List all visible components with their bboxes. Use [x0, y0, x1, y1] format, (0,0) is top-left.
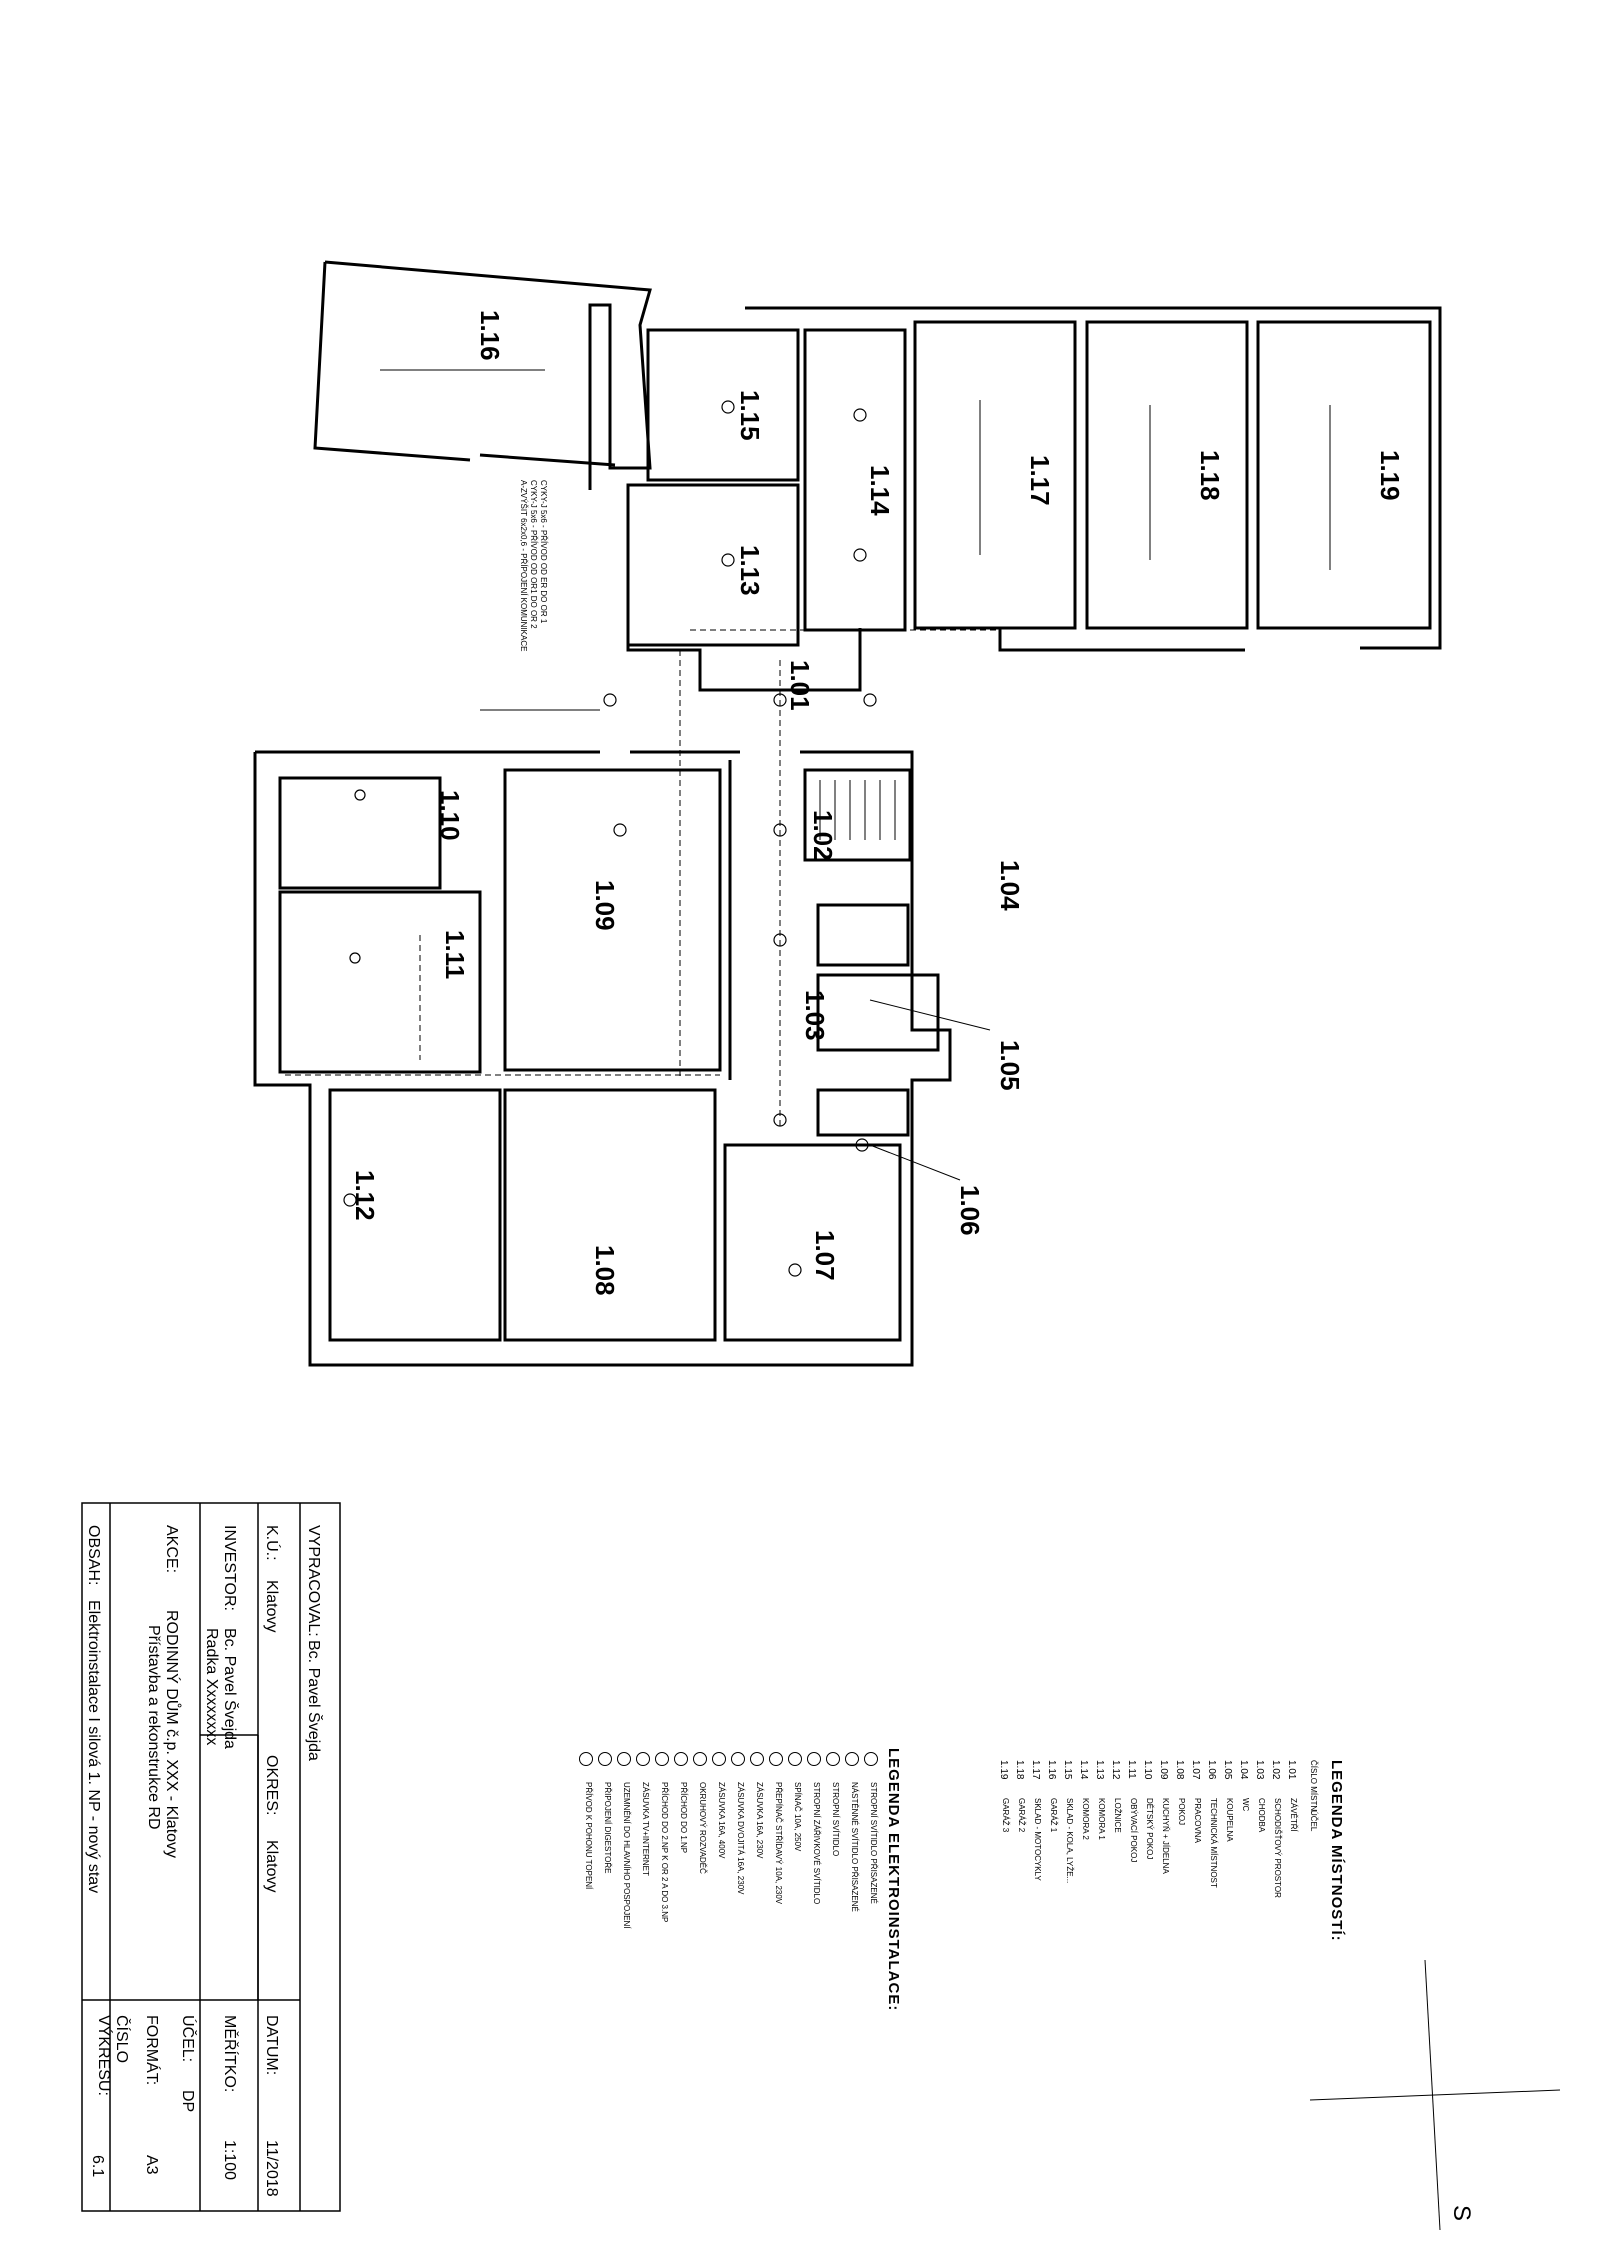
- room-1-07: [723, 1143, 902, 1342]
- room-1-13: [626, 483, 800, 647]
- tb-cislo-label: ČÍSLO VÝKRESU:: [95, 2015, 130, 2096]
- tb-ku: Klatovy: [263, 1580, 280, 1633]
- room-1-09: [503, 768, 722, 1072]
- wall-garage-1-16-bottom: [479, 453, 616, 467]
- tb-investor-label: INVESTOR:: [221, 1525, 238, 1611]
- room-1-11: [278, 890, 482, 1074]
- tb-investor-1: Bc. Pavel Švejda: [221, 1628, 238, 1749]
- room-1-18: [1085, 320, 1249, 630]
- room-1-05: [816, 973, 940, 1052]
- tb-akce-1: RODINNÝ DŮM č.p. XXX - Klatovy: [163, 1610, 180, 1859]
- tb-vypracoval-label: VYPRACOVAL:: [305, 1525, 322, 1637]
- tb-investor-2: Radka Xxxxxxxx: [203, 1628, 220, 1746]
- tb-format: A3: [143, 2155, 160, 2175]
- room-1-06: [816, 1088, 910, 1137]
- tb-ucel-label: ÚČEL:: [179, 2015, 196, 2063]
- tb-cislo: 6.1: [89, 2155, 106, 2178]
- wall-lower-wing: [626, 628, 862, 692]
- room-1-19: [1256, 320, 1432, 630]
- room-1-17: [913, 320, 1077, 630]
- tb-okres: Klatovy: [263, 1840, 280, 1893]
- room-1-04: [816, 903, 910, 967]
- wall-house-outer: [253, 750, 952, 1367]
- room-1-10: [278, 776, 442, 890]
- wall-garage-1-16: [324, 260, 652, 490]
- room-1-02: [803, 768, 912, 862]
- wall-garage-1-16-left: [313, 261, 471, 462]
- wall-lower-wing-2: [998, 628, 1245, 652]
- tb-ku-label: K.Ú.:: [263, 1525, 280, 1561]
- tb-format-label: FORMÁT:: [143, 2015, 160, 2086]
- tb-okres-label: OKRES:: [263, 1755, 280, 1816]
- tb-ucel: DP: [179, 2090, 196, 2113]
- room-1-12: [328, 1088, 502, 1342]
- tb-akce-2: Přístavba a rekonstrukce RD: [145, 1625, 162, 1830]
- tb-datum-label: DATUM:: [263, 2015, 280, 2076]
- wall-main-wing: [745, 306, 1442, 650]
- tb-akce-label: AKCE:: [163, 1525, 180, 1574]
- tb-obsah: Elektroinstalace I silová 1. NP - nový s…: [85, 1600, 102, 1894]
- room-1-15: [646, 328, 800, 482]
- tb-obsah-label: OBSAH:: [85, 1525, 102, 1586]
- tb-vypracoval: Bc. Pavel Švejda: [305, 1640, 322, 1761]
- room-1-08: [503, 1088, 717, 1342]
- tb-meritko-label: MĚŘÍTKO:: [221, 2015, 238, 2093]
- tb-meritko: 1:100: [221, 2140, 238, 2181]
- tb-datum: 11/2018: [263, 2140, 280, 2197]
